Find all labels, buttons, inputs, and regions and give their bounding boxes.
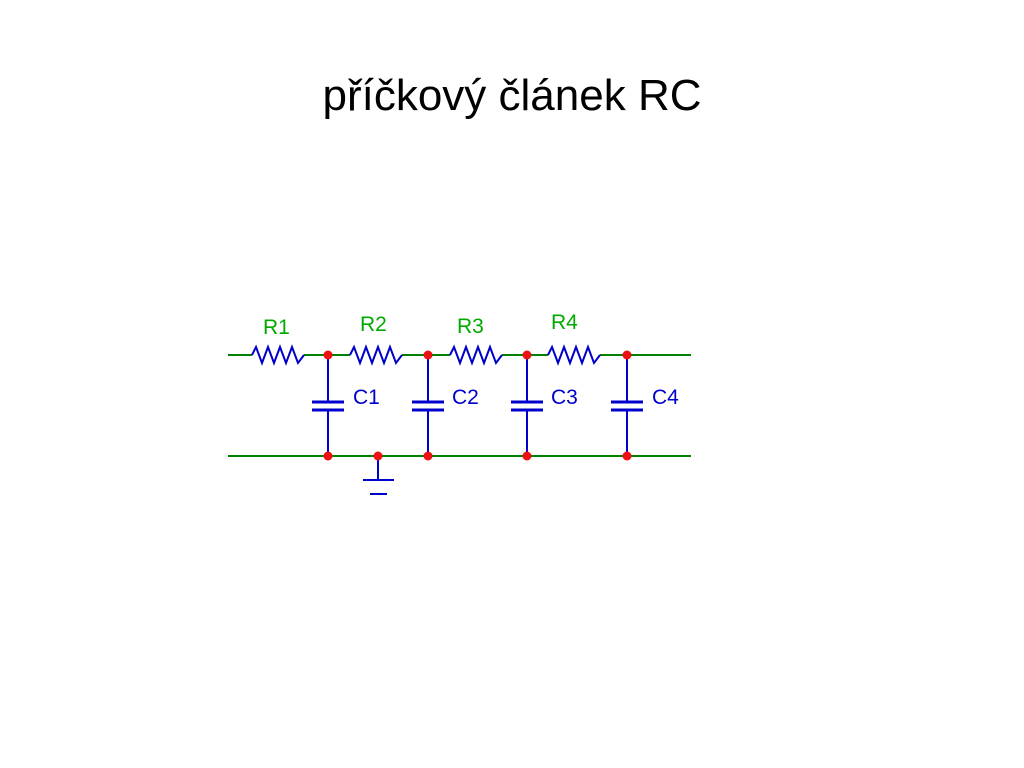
node-top-2	[423, 350, 433, 360]
label-r4: R4	[551, 311, 578, 334]
capacitor-labels: C1 C2 C3 C4	[353, 386, 679, 409]
resistor-labels: R1 R2 R3 R4	[263, 311, 578, 339]
capacitor-c4	[611, 355, 643, 456]
label-c2: C2	[452, 386, 479, 409]
resistor-r3	[449, 344, 503, 366]
node-top-1	[323, 350, 333, 360]
nodes	[323, 350, 632, 461]
node-bottom-4	[622, 451, 632, 461]
resistor-r2	[349, 344, 403, 366]
label-r3: R3	[457, 315, 484, 338]
resistor-r1	[251, 344, 305, 366]
capacitor-c1	[312, 355, 344, 456]
slide-title: příčkový článek RC	[322, 71, 702, 120]
node-bottom-2	[423, 451, 433, 461]
node-top-4	[622, 350, 632, 360]
node-bottom-ground	[373, 451, 383, 461]
label-r1: R1	[263, 316, 290, 339]
capacitors	[312, 355, 643, 456]
label-c3: C3	[551, 386, 578, 409]
node-bottom-1	[323, 451, 333, 461]
label-c4: C4	[652, 386, 679, 409]
capacitor-c3	[511, 355, 543, 456]
ground-icon	[363, 456, 394, 495]
resistor-r4	[547, 344, 601, 366]
resistors	[251, 344, 601, 366]
node-bottom-3	[522, 451, 532, 461]
node-top-3	[522, 350, 532, 360]
label-r2: R2	[360, 313, 387, 336]
capacitor-c2	[412, 355, 444, 456]
label-c1: C1	[353, 386, 380, 409]
